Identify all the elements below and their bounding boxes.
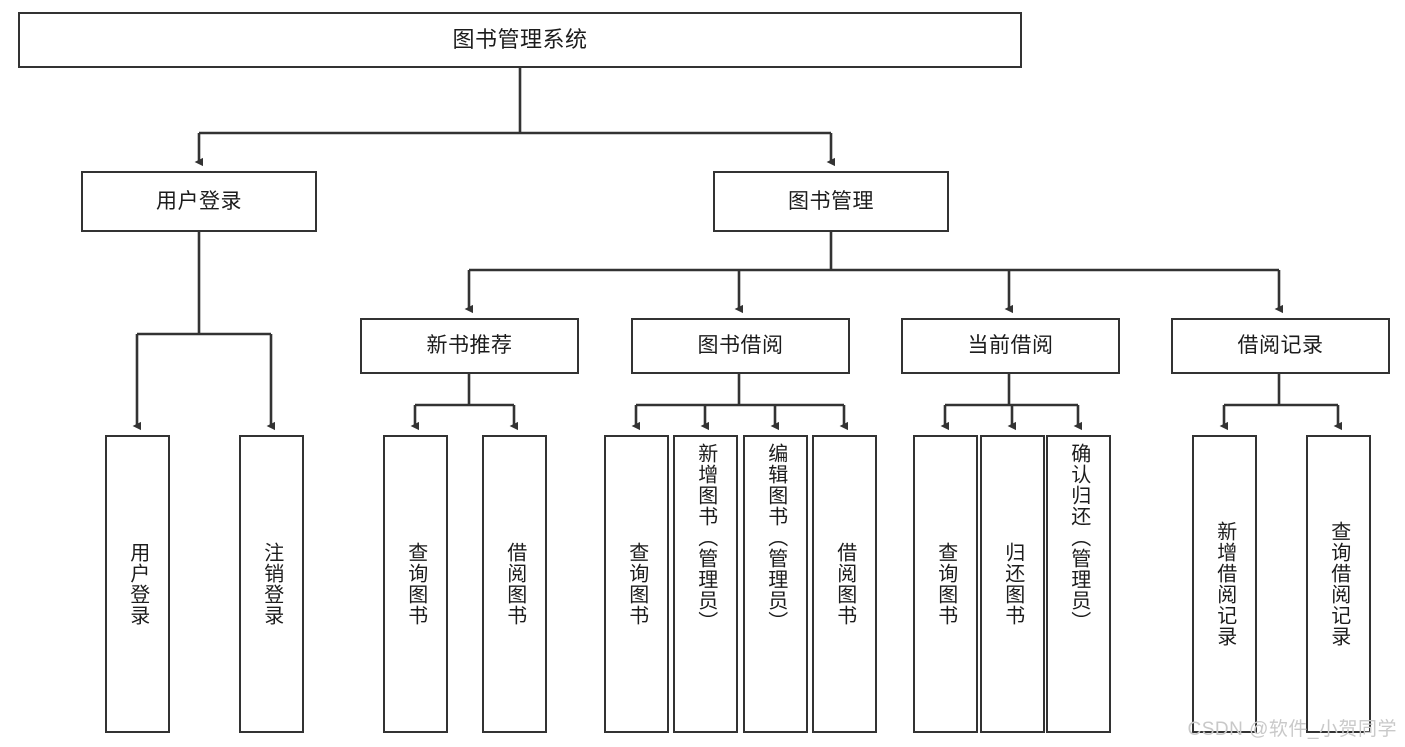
leaf-user-login-signout[interactable]: 注销登录 [239, 435, 304, 733]
leaf-recommend-borrow-book[interactable]: 借阅图书 [482, 435, 547, 733]
node-user-login[interactable]: 用户登录 [81, 171, 317, 232]
leaf-user-login-signin-label: 用户登录 [126, 542, 149, 626]
leaf-user-login-signout-label: 注销登录 [260, 542, 283, 626]
leaf-current-query-book-inner: 查询图书 [915, 437, 976, 731]
node-book-management-label: 图书管理 [788, 189, 874, 213]
leaf-current-confirm-return-label: 确认归还（管理员） [1067, 443, 1090, 632]
node-borrow-record[interactable]: 借阅记录 [1171, 318, 1390, 374]
node-current-borrow[interactable]: 当前借阅 [901, 318, 1120, 374]
node-new-book-recommend[interactable]: 新书推荐 [360, 318, 579, 374]
leaf-current-query-book[interactable]: 查询图书 [913, 435, 978, 733]
leaf-borrow-query-book-inner: 查询图书 [606, 437, 667, 731]
leaf-current-return-book-label: 归还图书 [1001, 542, 1024, 626]
leaf-borrow-borrow-book-label: 借阅图书 [833, 542, 856, 626]
leaf-current-return-book[interactable]: 归还图书 [980, 435, 1045, 733]
leaf-record-add-record[interactable]: 新增借阅记录 [1192, 435, 1257, 733]
leaf-borrow-query-book-label: 查询图书 [625, 542, 648, 626]
leaf-recommend-query-book-inner: 查询图书 [385, 437, 446, 731]
node-new-book-recommend-label: 新书推荐 [426, 334, 513, 358]
leaf-borrow-edit-book-inner: 编辑图书（管理员） [745, 437, 806, 737]
node-book-borrow-label: 图书借阅 [697, 334, 784, 358]
leaf-user-login-signin[interactable]: 用户登录 [105, 435, 170, 733]
leaf-recommend-query-book[interactable]: 查询图书 [383, 435, 448, 733]
leaf-recommend-borrow-book-label: 借阅图书 [503, 542, 526, 626]
leaf-borrow-borrow-book-inner: 借阅图书 [814, 437, 875, 731]
leaf-recommend-query-book-label: 查询图书 [404, 542, 427, 626]
node-book-management[interactable]: 图书管理 [713, 171, 949, 232]
leaf-borrow-add-book[interactable]: 新增图书（管理员） [673, 435, 738, 733]
leaf-borrow-query-book[interactable]: 查询图书 [604, 435, 669, 733]
leaf-current-return-book-inner: 归还图书 [982, 437, 1043, 731]
leaf-record-add-record-inner: 新增借阅记录 [1194, 437, 1255, 731]
leaf-current-confirm-return-inner: 确认归还（管理员） [1048, 437, 1109, 737]
leaf-record-query-record-inner: 查询借阅记录 [1308, 437, 1369, 731]
node-root-label: 图书管理系统 [452, 26, 588, 52]
leaf-borrow-add-book-label: 新增图书（管理员） [694, 443, 717, 632]
node-book-borrow[interactable]: 图书借阅 [631, 318, 850, 374]
leaf-record-query-record-label: 查询借阅记录 [1327, 521, 1350, 647]
leaf-record-add-record-label: 新增借阅记录 [1213, 521, 1236, 647]
leaf-current-confirm-return[interactable]: 确认归还（管理员） [1046, 435, 1111, 733]
node-borrow-record-label: 借阅记录 [1237, 334, 1324, 358]
leaf-borrow-edit-book-label: 编辑图书（管理员） [764, 443, 787, 632]
leaf-record-query-record[interactable]: 查询借阅记录 [1306, 435, 1371, 733]
node-root-system[interactable]: 图书管理系统 [18, 12, 1022, 68]
csdn-watermark: CSDN @软件_小贺同学 [1187, 719, 1397, 740]
leaf-current-query-book-label: 查询图书 [934, 542, 957, 626]
node-user-login-label: 用户登录 [156, 189, 242, 213]
leaf-recommend-borrow-book-inner: 借阅图书 [484, 437, 545, 731]
leaf-user-login-signin-inner: 用户登录 [107, 437, 168, 731]
leaf-borrow-edit-book[interactable]: 编辑图书（管理员） [743, 435, 808, 733]
leaf-borrow-borrow-book[interactable]: 借阅图书 [812, 435, 877, 733]
leaf-borrow-add-book-inner: 新增图书（管理员） [675, 437, 736, 737]
node-current-borrow-label: 当前借阅 [967, 334, 1054, 358]
leaf-user-login-signout-inner: 注销登录 [241, 437, 302, 731]
